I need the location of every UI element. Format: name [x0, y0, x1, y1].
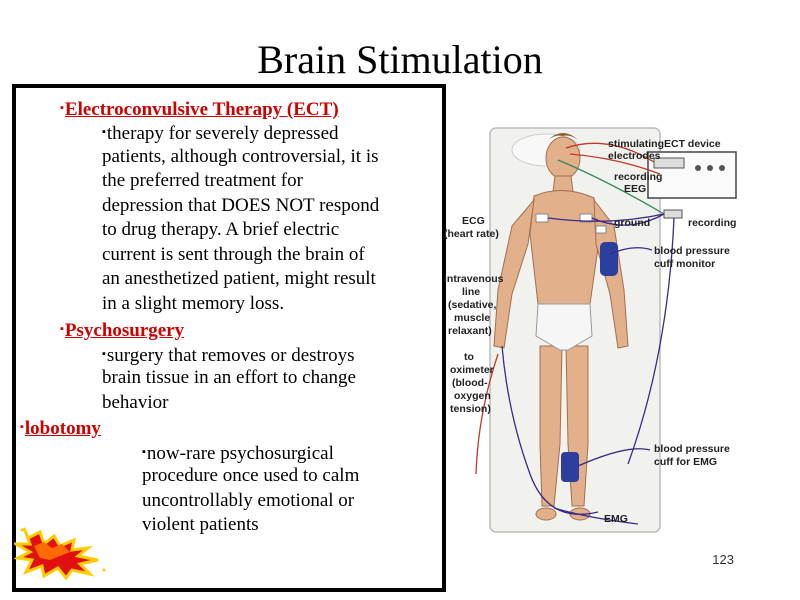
svg-text:line: line	[462, 286, 480, 298]
bullet-icon: ▪	[142, 446, 146, 458]
ect-heading-row: ▪Electroconvulsive Therapy (ECT)	[60, 96, 339, 122]
content-box: ▪Electroconvulsive Therapy (ECT) ▪therap…	[12, 84, 446, 592]
ect-line-1: ▪therapy for severely depressed	[102, 123, 339, 144]
svg-text:blood pressure: blood pressure	[654, 245, 730, 257]
svg-text:muscle: muscle	[454, 312, 490, 324]
page-number: 123	[712, 552, 734, 567]
lobotomy-heading: lobotomy	[24, 418, 101, 439]
svg-text:(sedative,: (sedative,	[448, 299, 497, 311]
ect-line-4: depression that DOES NOT respond	[102, 195, 380, 216]
underwear	[535, 303, 593, 351]
svg-text:ECG: ECG	[462, 215, 485, 227]
psycho-heading: Psychosurgery	[64, 320, 185, 341]
ect-line-5: to drug therapy. A brief electric	[102, 219, 340, 240]
bullet-icon: ▪	[20, 421, 24, 433]
hair	[548, 133, 578, 140]
figure-labels: stimulating electrodes recording EEG ECT…	[444, 138, 736, 525]
ect-line-6: current is sent through the brain of	[102, 244, 365, 265]
svg-text:cuff for EMG: cuff for EMG	[654, 456, 717, 468]
bullet-icon: ▪	[60, 323, 64, 335]
svg-text:EMG: EMG	[604, 513, 628, 525]
svg-text:oxygen: oxygen	[454, 390, 491, 402]
recording-unit	[663, 209, 683, 219]
svg-text:cuff monitor: cuff monitor	[654, 258, 715, 270]
ect-line-8: in a slight memory loss.	[102, 293, 285, 314]
ect-line-3: the preferred treatment for	[102, 170, 303, 191]
svg-text:blood pressure: blood pressure	[654, 443, 730, 455]
svg-text:relaxant): relaxant)	[448, 325, 492, 337]
svg-text:EEG: EEG	[624, 183, 646, 195]
svg-text:recording: recording	[614, 171, 662, 183]
slide-title: Brain Stimulation	[257, 37, 543, 82]
psycho-line-1: ▪surgery that removes or destroys	[102, 345, 355, 366]
lobotomy-line-1: ▪now-rare psychosurgical	[142, 443, 334, 464]
ect-heading: Electroconvulsive Therapy (ECT)	[64, 99, 339, 120]
ect-line-2: patients, although controversial, it is	[102, 146, 379, 167]
ect-patient-illustration: stimulating electrodes recording EEG ECT…	[444, 127, 737, 533]
psycho-line-2: brain tissue in an effort to change	[102, 367, 356, 388]
bp-cuff-arm	[600, 242, 618, 276]
psycho-line-3: behavior	[102, 392, 169, 413]
bullet-icon: ▪	[60, 102, 64, 114]
starburst-icon	[14, 527, 106, 580]
svg-text:tension): tension)	[450, 403, 491, 415]
svg-text:(blood-: (blood-	[452, 377, 488, 389]
lobotomy-line-3: uncontrollably emotional or	[142, 490, 355, 511]
psycho-heading-row: ▪Psychosurgery	[60, 317, 184, 343]
bullet-icon: ▪	[102, 126, 106, 138]
svg-text:to: to	[464, 351, 474, 363]
svg-text:electrodes: electrodes	[608, 150, 661, 162]
svg-text:ground: ground	[614, 217, 650, 229]
svg-text:intravenous: intravenous	[444, 273, 504, 285]
svg-text:oximeter: oximeter	[450, 364, 494, 376]
bp-cuff-leg	[561, 452, 579, 482]
lobotomy-line-4: violent patients	[142, 514, 259, 535]
svg-text:ECT device: ECT device	[664, 138, 721, 150]
svg-text:stimulating: stimulating	[608, 138, 664, 150]
svg-text:(heart rate): (heart rate)	[444, 228, 499, 240]
lobotomy-heading-row: ▪lobotomy	[20, 415, 101, 441]
bullet-icon: ▪	[102, 348, 106, 360]
ect-line-7: an anesthetized patient, might result	[102, 268, 376, 289]
svg-text:recording: recording	[688, 217, 736, 229]
lobotomy-line-2: procedure once used to calm	[142, 465, 360, 486]
